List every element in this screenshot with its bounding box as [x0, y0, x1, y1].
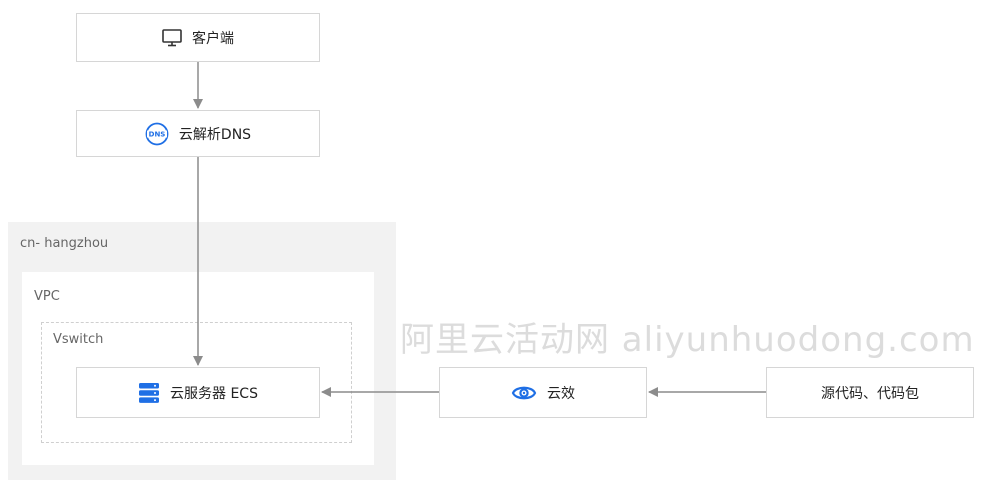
dns-icon: DNS [145, 122, 169, 146]
node-ecs-label: 云服务器 ECS [170, 385, 258, 402]
node-ecs[interactable]: 云服务器 ECS [76, 367, 320, 418]
yunxiao-icon [511, 384, 537, 402]
node-client-label: 客户端 [192, 30, 234, 47]
server-icon [138, 382, 160, 404]
region-label: cn- hangzhou [20, 236, 109, 251]
node-source-label: 源代码、代码包 [821, 385, 919, 402]
node-yunxiao[interactable]: 云效 [439, 367, 647, 418]
node-dns[interactable]: DNS 云解析DNS [76, 110, 320, 157]
watermark-text: 阿里云活动网 aliyunhuodong.com [400, 320, 975, 360]
svg-text:DNS: DNS [149, 130, 166, 138]
vswitch-label: Vswitch [53, 332, 104, 347]
node-dns-label: 云解析DNS [178, 126, 252, 143]
node-yunxiao-label: 云效 [547, 385, 575, 402]
node-source[interactable]: 源代码、代码包 [766, 367, 974, 418]
vpc-label: VPC [34, 289, 60, 304]
monitor-icon [162, 28, 182, 47]
node-client[interactable]: 客户端 [76, 13, 320, 62]
vswitch-group [41, 322, 352, 443]
